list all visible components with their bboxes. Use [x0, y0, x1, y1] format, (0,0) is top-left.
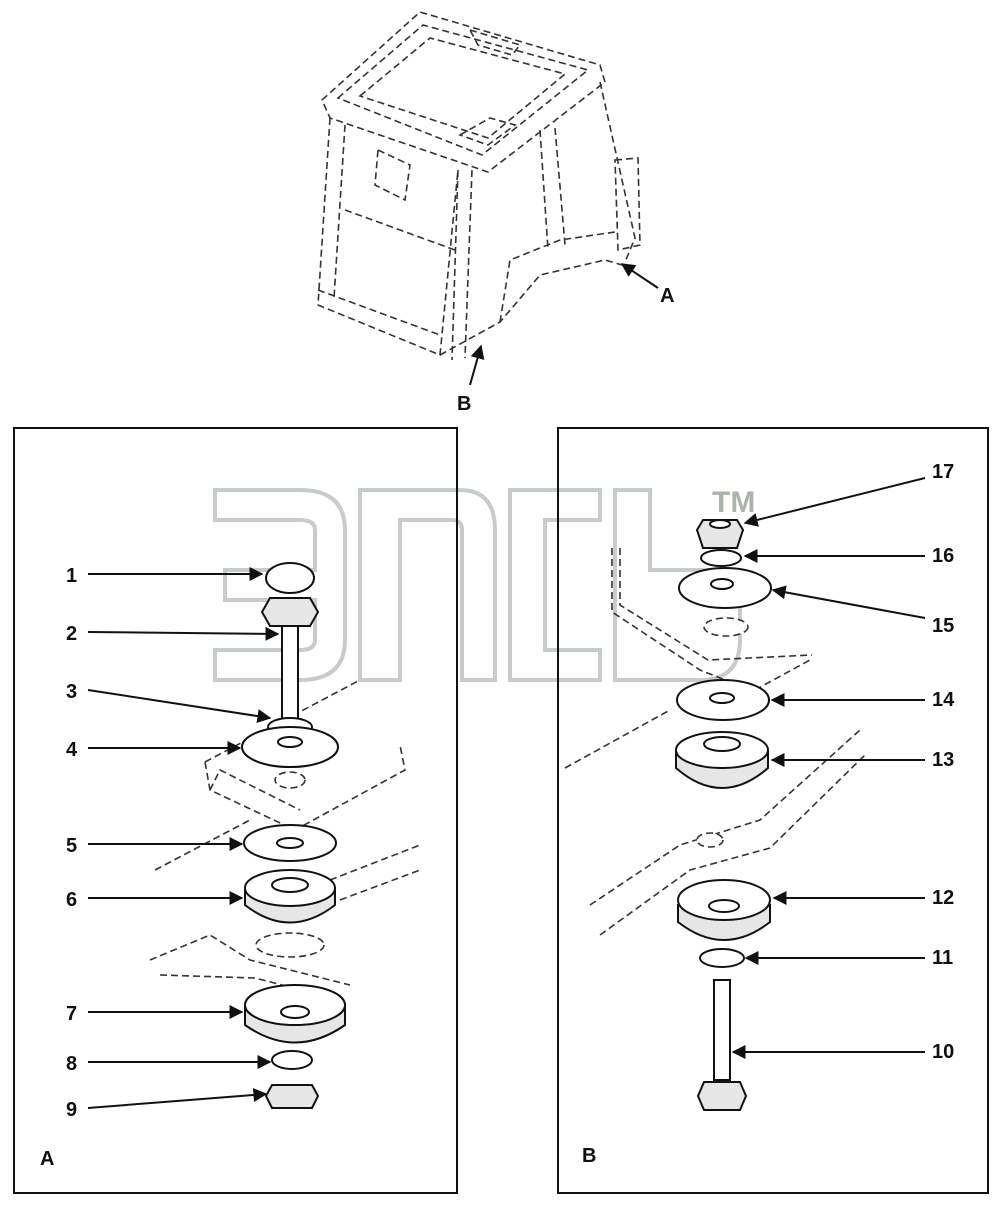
part-13-hole [703, 736, 741, 752]
panel-a-callouts: 1 2 3 4 5 6 7 8 9 [66, 565, 280, 1121]
callout-10: 10 [932, 1041, 954, 1063]
callout-4: 4 [66, 739, 78, 761]
callout-1: 1 [66, 565, 77, 587]
callout-15: 15 [932, 615, 954, 637]
part-11-washer [699, 948, 745, 968]
part-2-hex [260, 597, 320, 627]
callout-3: 3 [66, 681, 77, 703]
part-12-hole [708, 899, 740, 913]
bracket-hole-a [274, 771, 306, 789]
part-16-washer [700, 549, 742, 567]
callout-5: 5 [66, 835, 77, 857]
panel-b-callouts: 17 16 15 14 13 12 11 10 [731, 461, 955, 1063]
callout-14: 14 [932, 689, 955, 711]
panel-a-frame [13, 427, 458, 1194]
callout-13: 13 [932, 749, 954, 771]
part-2-bolt-shank [281, 625, 299, 725]
watermark-trademark: TM [712, 486, 755, 519]
part-8-washer [271, 1050, 313, 1070]
callout-17: 17 [932, 461, 954, 483]
cab-overview [317, 11, 641, 361]
overview-leader-b [469, 344, 485, 386]
panel-a-label: A [40, 1148, 54, 1170]
part-14-hole [709, 692, 735, 704]
callout-6: 6 [66, 889, 77, 911]
overview-leader-a [620, 263, 659, 289]
part-10-bolt-shank [713, 979, 731, 1081]
part-17-hole [709, 519, 731, 529]
part-7-hole [280, 1005, 310, 1019]
panel-b-parts [564, 519, 866, 1111]
part-17-nut [695, 519, 745, 549]
callout-12: 12 [932, 887, 954, 909]
overview-label-b: B [457, 393, 471, 415]
bracket-hole-d [696, 832, 724, 848]
bracket-hole-b [255, 932, 325, 958]
part-10-bolt-head [696, 1081, 748, 1111]
part-6-hole [271, 877, 309, 893]
callout-11: 11 [932, 947, 953, 969]
panel-a-parts [149, 562, 421, 1109]
part-15-hole [710, 578, 734, 590]
callout-2: 2 [66, 623, 77, 645]
panel-b-frame [557, 427, 989, 1194]
callout-16: 16 [932, 545, 954, 567]
callout-8: 8 [66, 1053, 77, 1075]
part-4-hole [277, 736, 303, 748]
bracket-hole-c [703, 617, 749, 637]
panel-b-label: B [582, 1145, 596, 1167]
overview-label-a: A [660, 285, 674, 307]
part-1-bolt-head [265, 562, 315, 594]
part-9-nut [264, 1084, 320, 1109]
part-5-hole [276, 837, 304, 849]
callout-9: 9 [66, 1099, 77, 1121]
callout-7: 7 [66, 1003, 77, 1025]
